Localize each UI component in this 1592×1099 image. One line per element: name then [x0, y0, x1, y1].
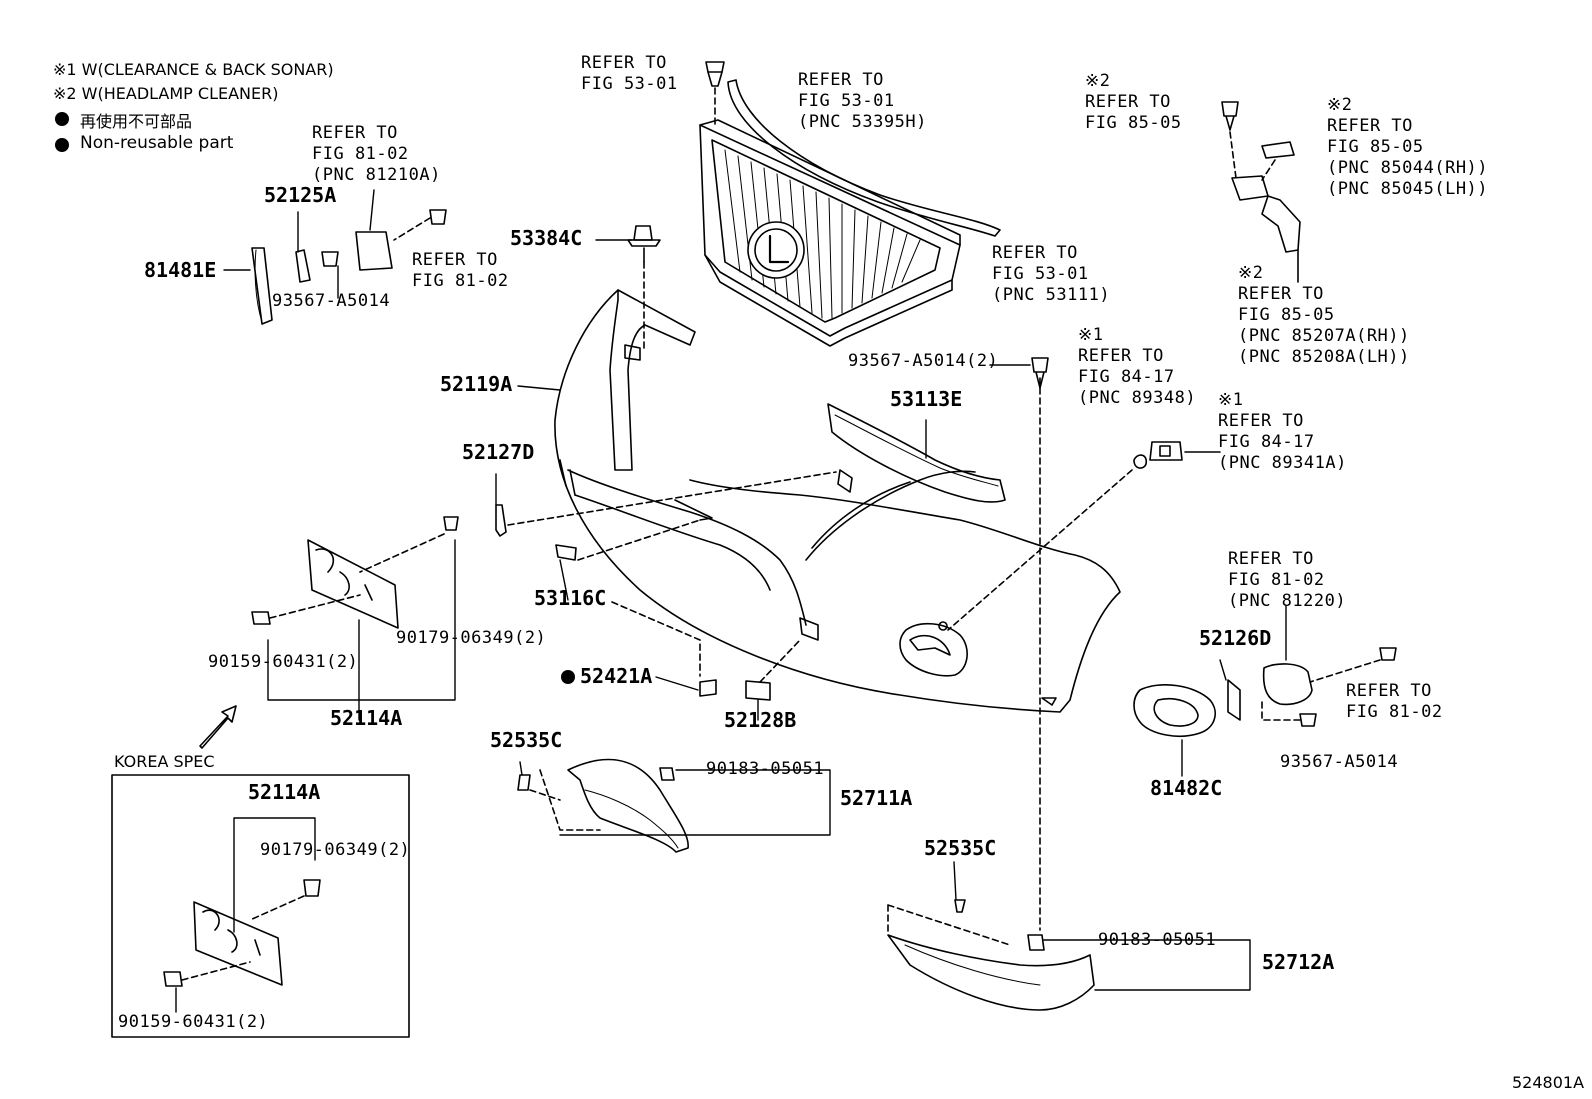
- part-52421A: 52421A: [580, 664, 653, 688]
- clip-53384C-drawing: [627, 225, 661, 351]
- part-93567-A5014-right: 93567-A5014: [1280, 752, 1399, 772]
- part-93567-A5014-2: 93567-A5014(2): [848, 351, 999, 371]
- part-52125A: 52125A: [264, 183, 337, 207]
- foglamp-drawing: [1133, 647, 1397, 737]
- sensor-89348-drawing: [1133, 454, 1148, 469]
- part-52711A: 52711A: [840, 786, 913, 810]
- part-81482C: 81482C: [1150, 776, 1223, 800]
- korea-part-90179: 90179-06349(2): [260, 840, 411, 860]
- part-90183-05051-right: 90183-05051: [1098, 930, 1217, 950]
- part-52128B: 52128B: [724, 708, 797, 732]
- bolt-93567-right-drawing: [1031, 357, 1049, 389]
- legend-note-2: ※2 W(HEADLAMP CLEANER): [53, 84, 279, 103]
- part-81481E: 81481E: [144, 258, 217, 282]
- part-90183-05051-left: 90183-05051: [706, 759, 825, 779]
- legend-note-1: ※1 W(CLEARANCE & BACK SONAR): [53, 60, 334, 79]
- part-52127D: 52127D: [462, 440, 535, 464]
- korea-part-90159: 90159-60431(2): [118, 1012, 269, 1032]
- part-93567-A5014-left: 93567-A5014: [272, 291, 391, 311]
- headlamp-cleaner-drawing: [1221, 101, 1301, 283]
- part-53384C: 53384C: [510, 226, 583, 250]
- upper-molding-drawing: [727, 79, 1001, 237]
- part-52421A-drawing: [699, 679, 717, 697]
- lamp-bracket-81481E-drawing: [251, 209, 447, 325]
- part-53113E: 53113E: [890, 387, 963, 411]
- part-52126D: 52126D: [1199, 626, 1272, 650]
- part-52535C-right: 52535C: [924, 836, 997, 860]
- part-52535C-left: 52535C: [490, 728, 563, 752]
- undercover-52712A-drawing: [887, 899, 1095, 1011]
- grille-drawing: [699, 119, 961, 347]
- bumper-cover-drawing: [554, 289, 1121, 713]
- legend-en: Non-reusable part: [80, 133, 234, 153]
- license-bracket-drawing: [251, 516, 459, 629]
- sensor-89341A-drawing: [1149, 441, 1183, 461]
- korea-bracket-drawing: [163, 879, 321, 987]
- non-reusable-dot-legend-2: [55, 138, 69, 152]
- part-90159-60431: 90159-60431(2): [208, 652, 359, 672]
- korea-part-52114A: 52114A: [248, 780, 321, 804]
- clip-52127D-drawing: [495, 504, 507, 537]
- part-52128B-drawing: [745, 680, 771, 701]
- lower-molding-53113E-drawing: [827, 403, 1006, 503]
- part-53116C-drawing: [555, 544, 577, 561]
- korea-spec-arrow-icon: [199, 705, 237, 749]
- figure-code: 524801A: [1512, 1073, 1585, 1092]
- part-90179-06349: 90179-06349(2): [396, 628, 547, 648]
- undercover-52711A-drawing: [517, 758, 689, 853]
- legend-jp: 再使用不可部品: [80, 112, 193, 131]
- korea-spec-box: [111, 774, 410, 1038]
- non-reusable-dot-52421A: [561, 670, 575, 684]
- top-clip-drawing: [705, 61, 725, 129]
- part-52114A: 52114A: [330, 706, 403, 730]
- part-53116C: 53116C: [534, 586, 607, 610]
- part-52119A: 52119A: [440, 372, 513, 396]
- non-reusable-dot-legend-1: [55, 112, 69, 126]
- part-52712A: 52712A: [1262, 950, 1335, 974]
- korea-spec-title: KOREA SPEC: [114, 752, 215, 771]
